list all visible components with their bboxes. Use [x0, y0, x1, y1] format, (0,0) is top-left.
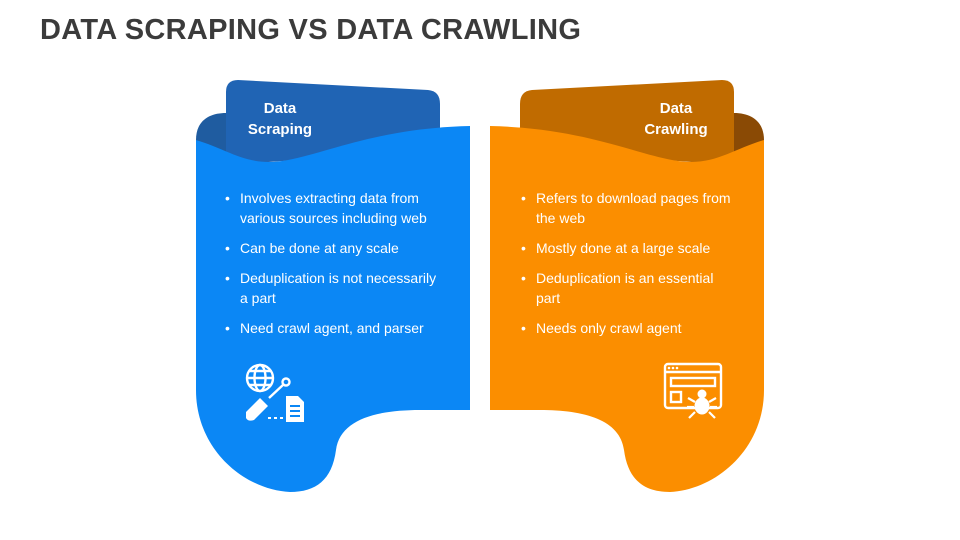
scraping-bullet: Involves extracting data from various so… [225, 188, 443, 228]
crawling-bullet: Mostly done at a large scale [521, 238, 736, 258]
scraping-heading-line1: Data [263, 100, 297, 117]
crawling-bullet-list: Refers to download pages from the web Mo… [521, 188, 736, 348]
crawling-bullet: Refers to download pages from the web [521, 188, 736, 228]
crawling-heading-line1: Data [659, 100, 693, 117]
crawling-bullet: Needs only crawl agent [521, 318, 736, 338]
crawling-heading: Data Crawling [636, 98, 716, 140]
page-title: DATA SCRAPING VS DATA CRAWLING [40, 14, 582, 46]
scraping-heading: Data Scraping [240, 98, 320, 140]
scraping-bullet: Can be done at any scale [225, 238, 443, 258]
scraping-heading-line2: Scraping [247, 121, 313, 138]
scraping-bullet: Deduplication is not necessarily a part [225, 268, 443, 308]
web-scraping-icon [245, 363, 304, 422]
crawling-heading-line2: Crawling [644, 121, 708, 138]
scraping-bullet-list: Involves extracting data from various so… [225, 188, 443, 348]
crawling-bullet: Deduplication is an essential part [521, 268, 736, 308]
scraping-bullet: Need crawl agent, and parser [225, 318, 443, 338]
web-crawler-icon [663, 362, 723, 419]
